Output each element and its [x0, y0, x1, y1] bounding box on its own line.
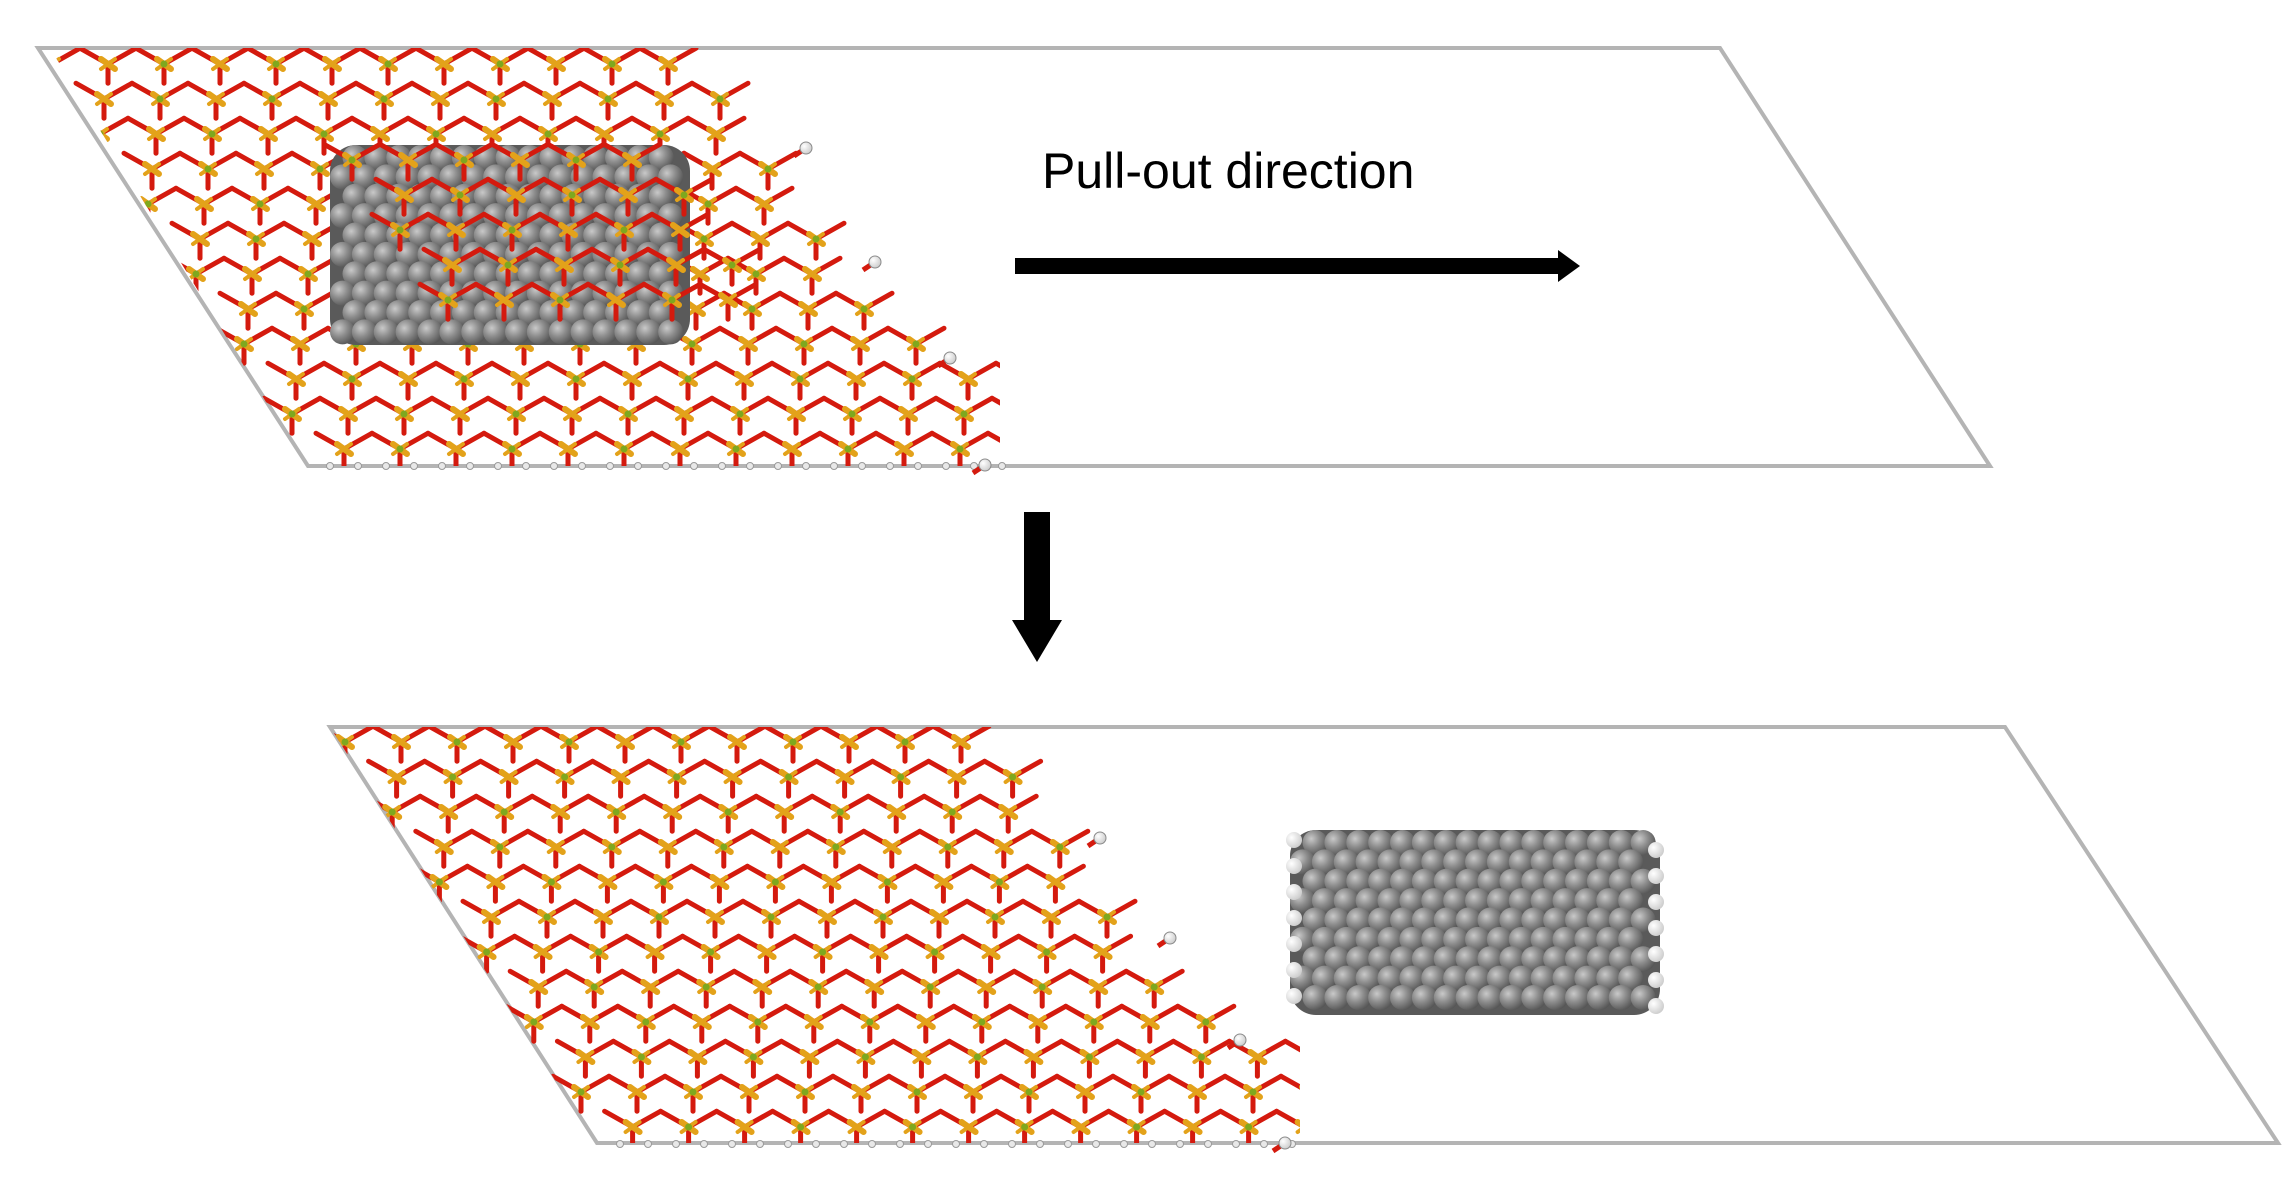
bottom-hydrogen-row-top: [326, 462, 1006, 470]
pull-out-direction-label: Pull-out direction: [1042, 143, 1414, 199]
panel-after-pull-out: [326, 725, 2282, 1154]
carbon-nanotube-separated: [1286, 830, 1664, 1015]
silicate-lattice-bottom: [330, 727, 1300, 1143]
lattice-overlay-on-nanotube: [321, 141, 763, 322]
bottom-hydrogen-row-bottom: [616, 1140, 1296, 1148]
panel-before-pull-out: Pull-out direction: [34, 46, 1994, 476]
pull-out-arrow: [1015, 250, 1580, 282]
transition-arrow-down: [1012, 512, 1062, 662]
